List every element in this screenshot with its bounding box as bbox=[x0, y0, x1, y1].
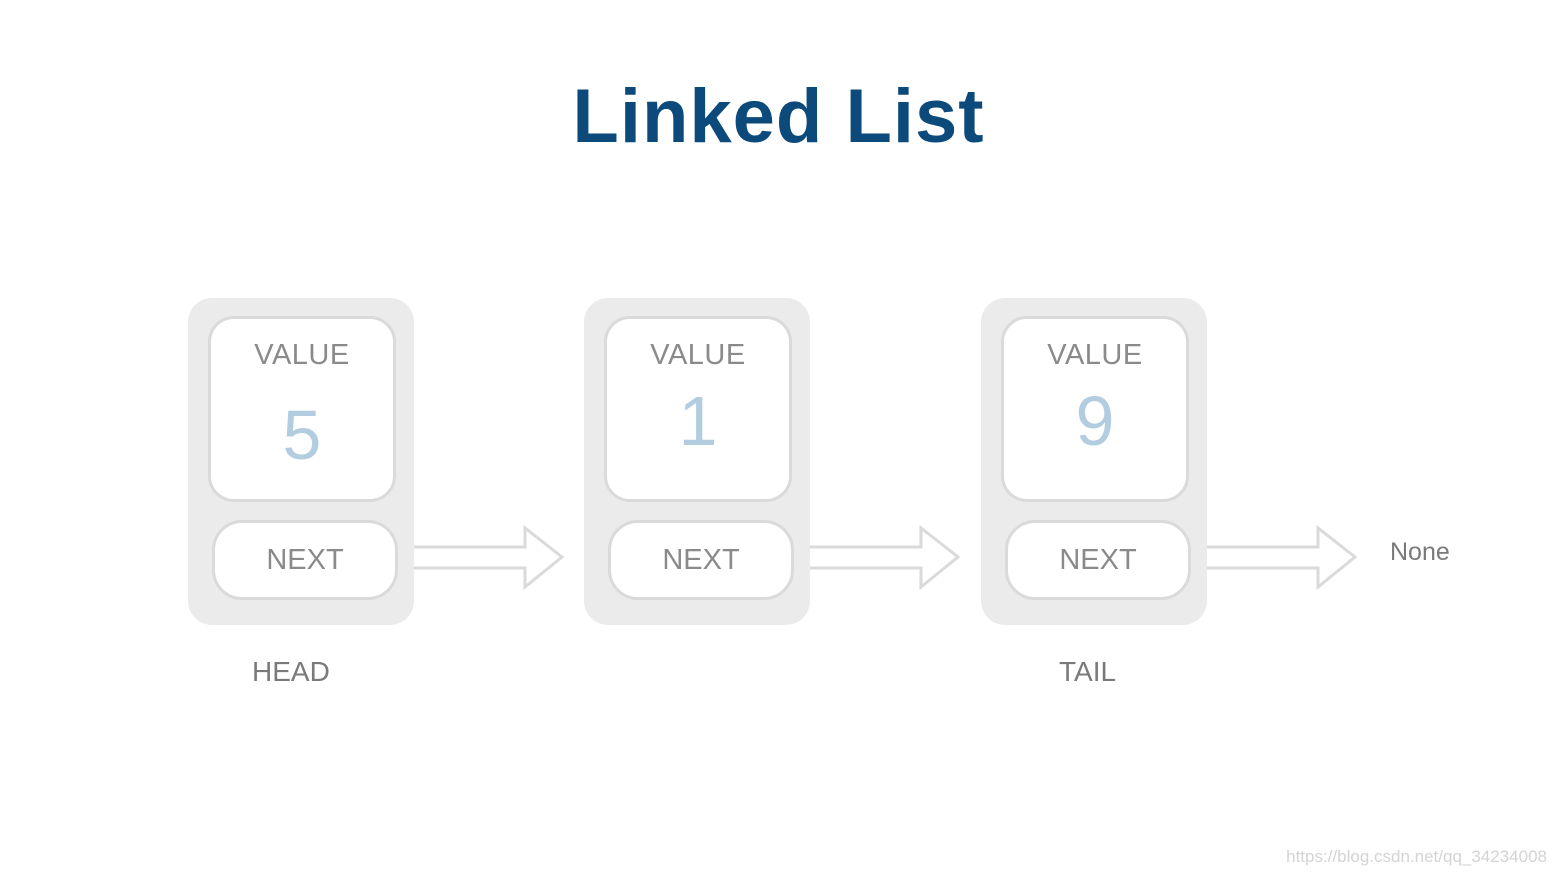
diagram-title: Linked List bbox=[572, 74, 985, 159]
next-label: NEXT bbox=[1059, 544, 1137, 576]
value-box: VALUE 9 bbox=[1001, 316, 1189, 502]
next-label: NEXT bbox=[266, 544, 344, 576]
next-pointer-box: NEXT bbox=[212, 520, 398, 600]
none-terminal-label: None bbox=[1390, 538, 1450, 566]
arrow-1 bbox=[394, 524, 565, 591]
list-node-2: VALUE 1 NEXT bbox=[584, 298, 810, 625]
value-box: VALUE 5 bbox=[208, 316, 396, 502]
value-label: VALUE bbox=[1047, 339, 1143, 371]
tail-label: TAIL bbox=[1059, 656, 1117, 687]
node-value: 9 bbox=[1075, 382, 1115, 460]
next-pointer-box: NEXT bbox=[608, 520, 794, 600]
value-box: VALUE 1 bbox=[604, 316, 792, 502]
watermark: https://blog.csdn.net/qq_34234008 bbox=[1286, 847, 1547, 866]
node-value: 5 bbox=[282, 396, 322, 474]
arrow-3 bbox=[1187, 524, 1358, 591]
list-node-1: VALUE 5 NEXT bbox=[188, 298, 414, 625]
next-label: NEXT bbox=[662, 544, 740, 576]
value-label: VALUE bbox=[254, 339, 350, 371]
value-label: VALUE bbox=[650, 339, 746, 371]
head-label: HEAD bbox=[252, 656, 330, 687]
node-value: 1 bbox=[678, 382, 718, 460]
arrow-2 bbox=[790, 524, 961, 591]
list-node-3: VALUE 9 NEXT bbox=[981, 298, 1207, 625]
next-pointer-box: NEXT bbox=[1005, 520, 1191, 600]
